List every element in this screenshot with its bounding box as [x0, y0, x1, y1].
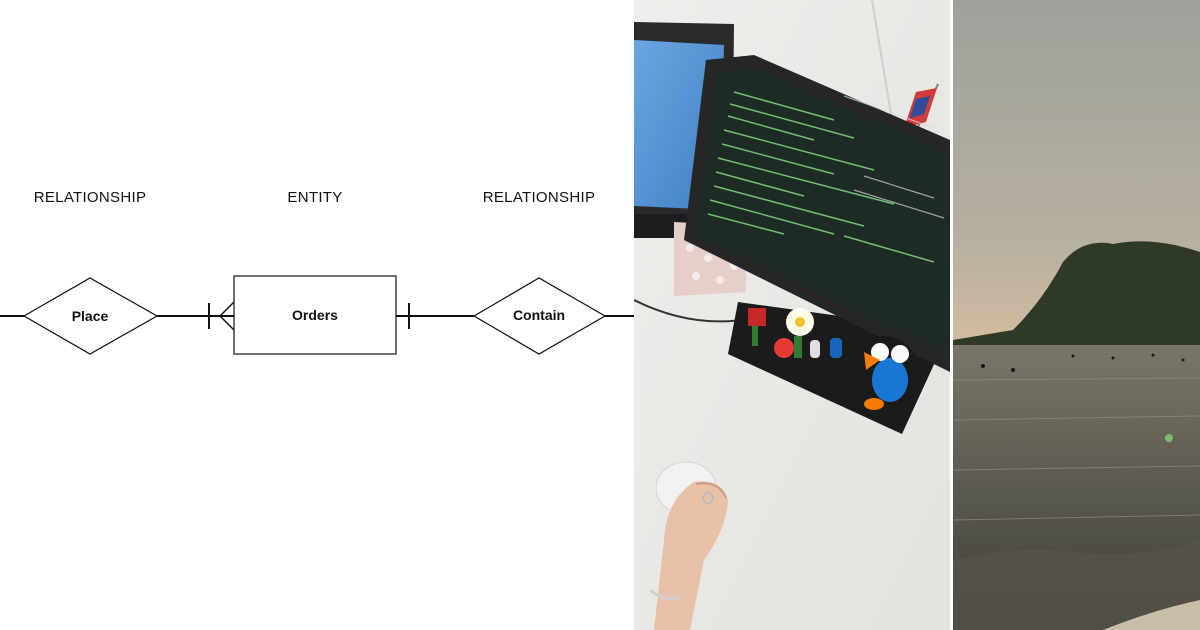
crows-foot-one-or-many [208, 301, 235, 331]
hand-on-mouse [649, 461, 728, 630]
label-relationship-left: RELATIONSHIP [34, 189, 147, 206]
entity-orders-box: Orders [233, 275, 397, 355]
terminal-text [707, 91, 935, 263]
relationship-place-diamond: Place [22, 277, 159, 355]
er-diagram: RELATIONSHIP ENTITY RELATIONSHIP Place O… [0, 189, 634, 355]
beach-photo [953, 0, 1200, 630]
relationship-contain-diamond: Contain [472, 277, 607, 355]
desk-photo [634, 0, 950, 630]
er-diagram-panel: RELATIONSHIP ENTITY RELATIONSHIP Place O… [0, 189, 634, 355]
label-relationship-right: RELATIONSHIP [483, 189, 596, 206]
forested-headland [953, 241, 1200, 350]
desk-toys [748, 308, 918, 410]
label-entity: ENTITY [287, 189, 342, 206]
sand [1103, 600, 1200, 630]
relationship-contain-label: Contain [513, 307, 565, 323]
desk-photo-illustration [634, 0, 950, 630]
relationship-place-label: Place [72, 308, 109, 324]
beach-photo-illustration [953, 0, 1200, 630]
entity-orders-label: Orders [292, 307, 338, 323]
penguin-plush [854, 336, 918, 410]
photo-divider [950, 0, 953, 630]
main-monitor [684, 55, 950, 372]
